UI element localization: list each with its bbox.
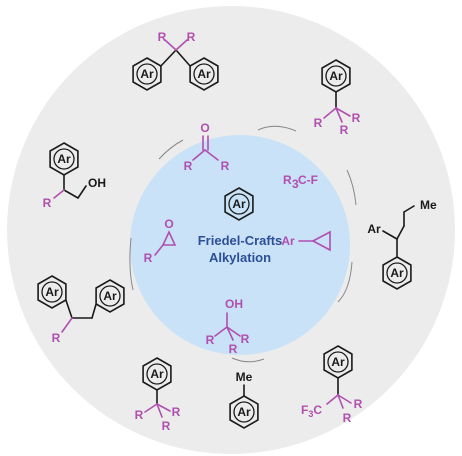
product-arylethanol: Ar R OH [43, 142, 106, 210]
product-propyl-arene: Ar Ar Me [367, 198, 437, 290]
product-diarylmethane: Ar Ar R R [132, 30, 219, 91]
cyclopropane-ar: Ar [281, 234, 295, 248]
svg-text:R: R [352, 111, 361, 125]
svg-text:R: R [343, 411, 352, 425]
cycle-arrow-top-right [257, 125, 297, 132]
alcohol-oh: OH [225, 297, 243, 311]
ketone-r-right: R [221, 159, 230, 173]
cycle-arrow-right-lower [337, 261, 353, 303]
product-trifluoromethyl: Ar F3C R R [301, 345, 363, 425]
svg-text:Me: Me [236, 370, 253, 384]
svg-text:Ar: Ar [237, 405, 251, 419]
ketone-oxygen: O [200, 121, 209, 135]
svg-text:Ar: Ar [367, 222, 381, 236]
alkyl-fluoride-r: R [283, 173, 292, 187]
svg-text:Ar: Ar [197, 67, 211, 81]
reagent-cyclopropane: Ar [281, 230, 331, 252]
product-tert-alkyl-top-right: Ar R R R [314, 59, 361, 137]
svg-text:Ar: Ar [103, 289, 117, 303]
cycle-arrows [129, 125, 357, 363]
svg-text:Ar: Ar [45, 285, 59, 299]
title-line-1: Friedel-Crafts [198, 233, 283, 248]
cycle-arrow-right-upper [346, 169, 357, 206]
svg-text:R: R [158, 30, 167, 44]
alkyl-fluoride-c-f: C-F [298, 173, 318, 187]
svg-text:Ar: Ar [57, 152, 71, 166]
svg-text:Ar: Ar [331, 355, 345, 369]
svg-text:Ar: Ar [390, 266, 404, 280]
cycle-arrow-left [129, 237, 134, 291]
cf3-label: F3C [301, 403, 322, 419]
alcohol-r-left: R [206, 333, 215, 347]
product-methylarene: Ar Me [229, 370, 259, 429]
svg-text:R: R [162, 419, 171, 433]
cycle-arrow-bottom [231, 357, 265, 363]
ketone-r-left: R [184, 159, 193, 173]
svg-text:Ar: Ar [140, 67, 154, 81]
svg-text:Ar: Ar [150, 367, 164, 381]
epoxide-r: R [144, 251, 153, 265]
arene-label: Ar [232, 197, 246, 211]
product-tert-alkyl-bottom-left: Ar R R R [135, 357, 181, 433]
center-arene: Ar [224, 187, 254, 221]
svg-text:R: R [135, 408, 144, 422]
svg-text:R: R [340, 123, 349, 137]
alcohol-r-bottom: R [229, 342, 238, 356]
reagent-alcohol: OH R R R [206, 297, 250, 356]
product-diarylethane: Ar Ar R [37, 275, 125, 345]
svg-text:R: R [354, 397, 363, 411]
reagent-alkyl-fluoride: R 3 C-F [283, 173, 318, 191]
title-line-2: Alkylation [209, 250, 271, 265]
svg-text:R: R [314, 116, 323, 130]
inner-disk [130, 135, 350, 355]
svg-text:Ar: Ar [329, 69, 343, 83]
svg-text:OH: OH [88, 176, 106, 190]
cycle-arrow-upper-left [158, 139, 184, 160]
reagent-epoxide: O R [144, 217, 177, 265]
svg-text:R: R [172, 405, 181, 419]
svg-text:R: R [187, 30, 196, 44]
svg-text:R: R [52, 331, 61, 345]
svg-text:R: R [43, 196, 52, 210]
alcohol-r-right: R [241, 332, 250, 346]
reagent-ketone: O R R [184, 121, 230, 173]
epoxide-oxygen: O [164, 217, 173, 231]
svg-text:Me: Me [420, 198, 437, 212]
alkyl-fluoride-subscript: 3 [292, 177, 299, 191]
